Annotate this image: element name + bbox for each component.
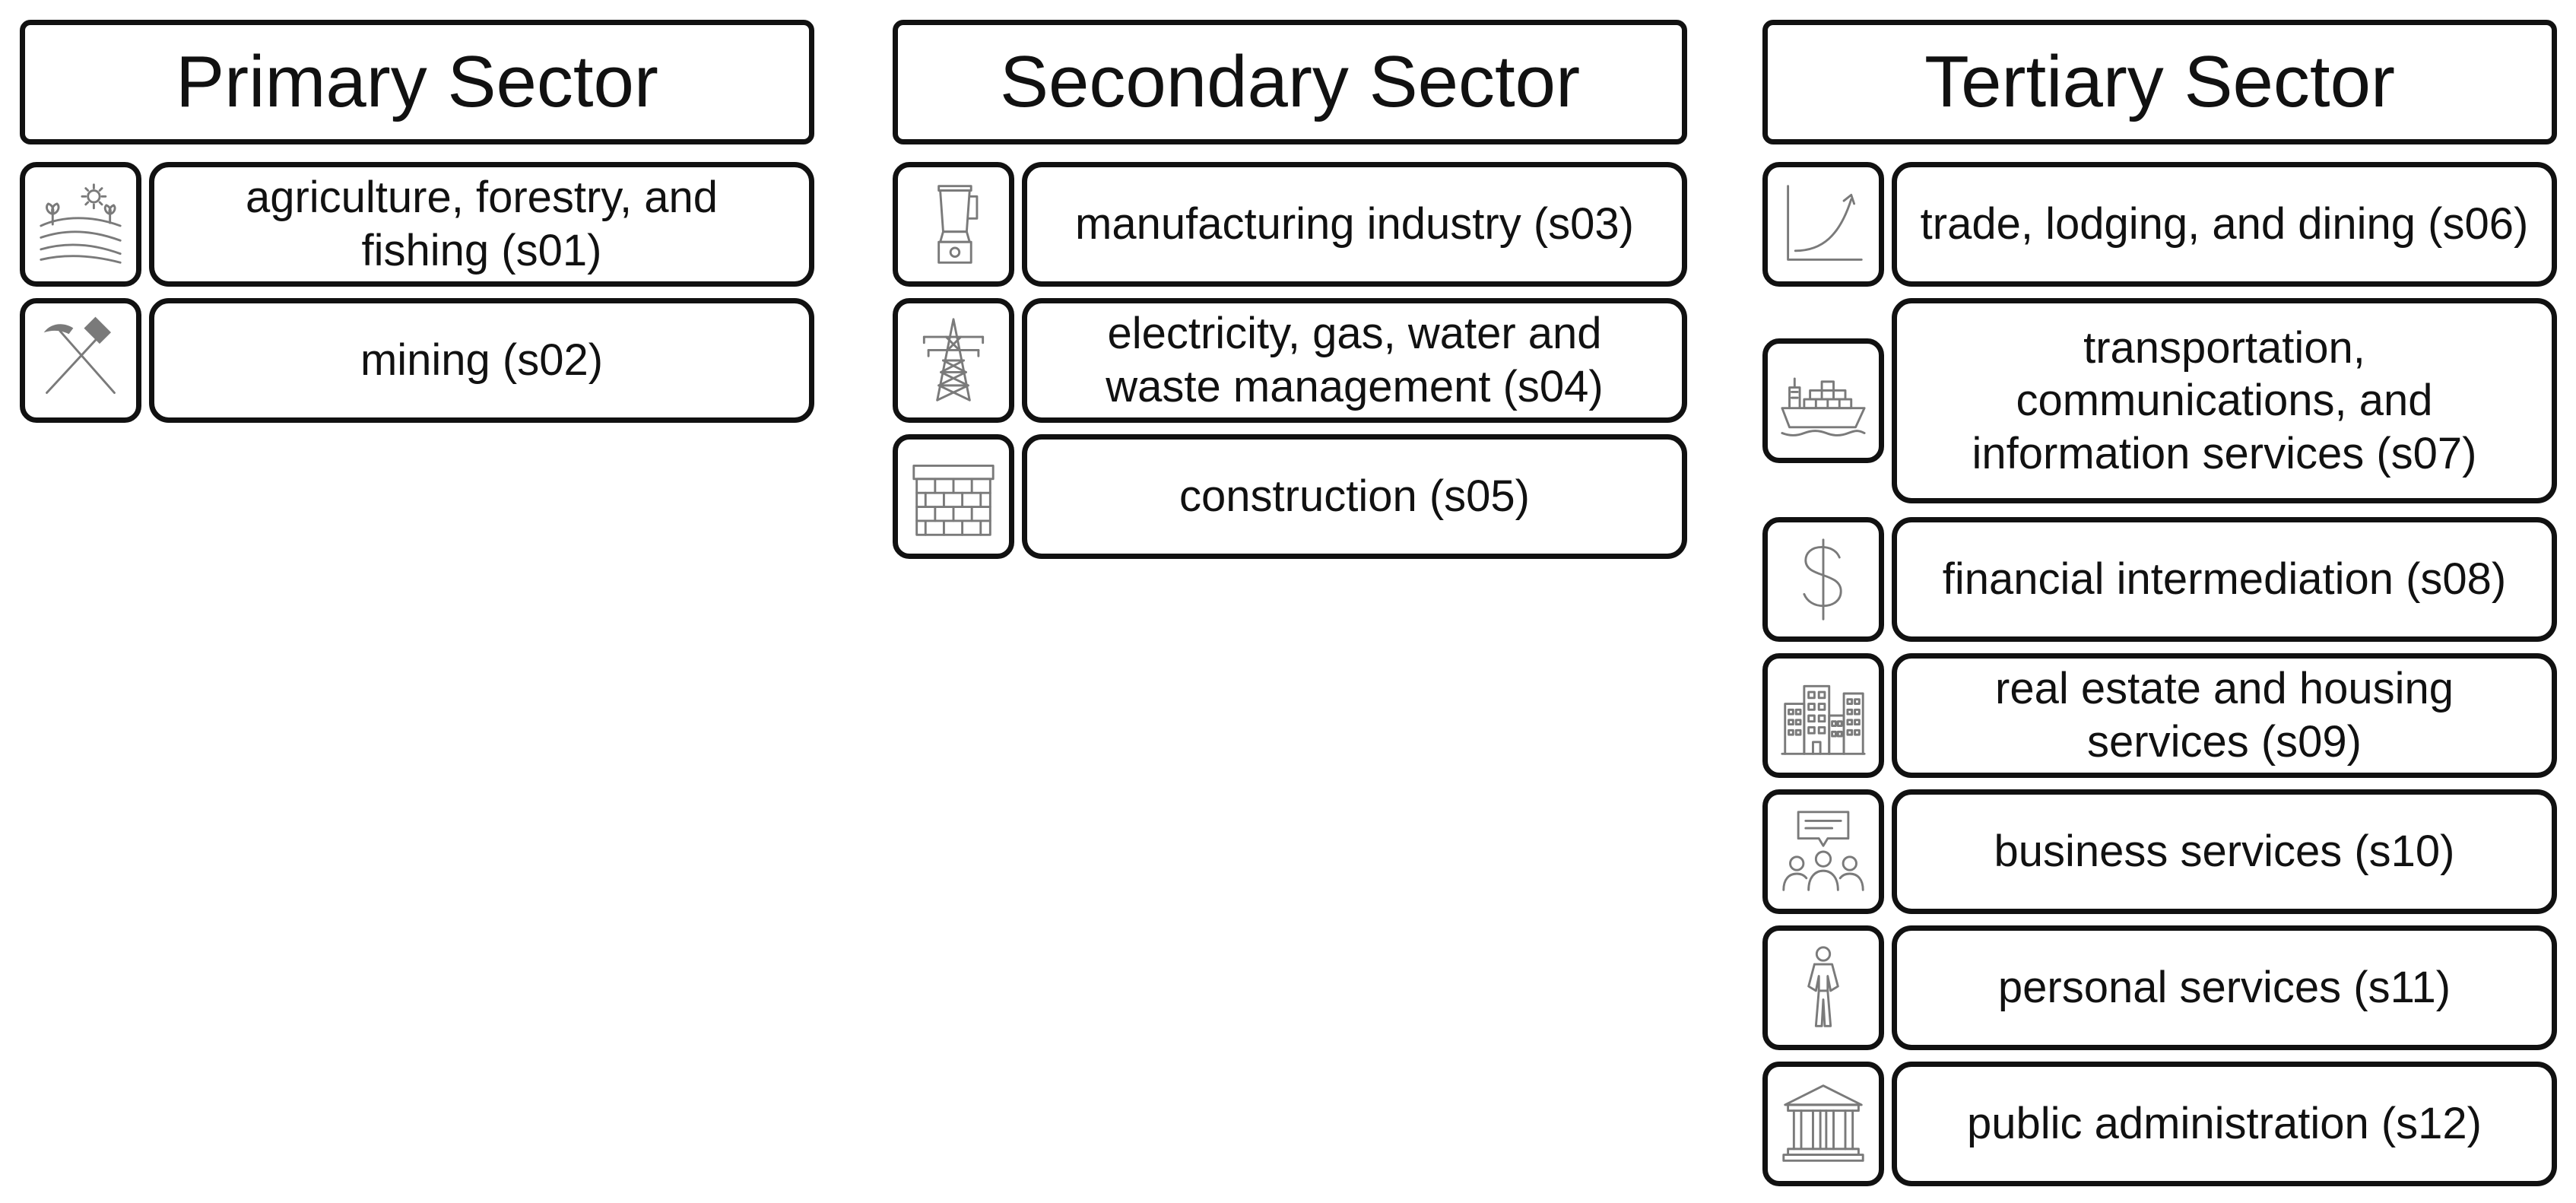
buildings-icon [1762, 653, 1884, 778]
power-pylon-icon [893, 298, 1014, 423]
sector-item-s06: trade, lodging, and dining (s06) [1762, 162, 2557, 287]
sector-item-s11: personal services (s11) [1762, 925, 2557, 1050]
secondary-sector-header: Secondary Sector [893, 20, 1687, 144]
sector-item-label: personal services (s11) [1892, 925, 2557, 1050]
sector-item-s09: real estate and housing services (s09) [1762, 653, 2557, 778]
blender-icon [893, 162, 1014, 287]
tertiary-sector-column: Tertiary Sector trade, lodging, and dini… [1762, 20, 2557, 1198]
sector-item-s03: manufacturing industry (s03) [893, 162, 1687, 287]
sector-item-s01: agriculture, forestry, and fishing (s01) [20, 162, 814, 287]
sector-item-s08: financial intermediation (s08) [1762, 517, 2557, 642]
tertiary-sector-header: Tertiary Sector [1762, 20, 2557, 144]
primary-sector-column: Primary Sector agriculture, forestry, an… [20, 20, 814, 434]
sector-item-label: trade, lodging, and dining (s06) [1892, 162, 2557, 287]
sector-item-s07: transportation, communications, and info… [1762, 298, 2557, 503]
sector-item-label: manufacturing industry (s03) [1022, 162, 1687, 287]
brick-wall-icon [893, 434, 1014, 559]
sector-item-s04: electricity, gas, water and waste manage… [893, 298, 1687, 423]
sector-item-s12: public administration (s12) [1762, 1062, 2557, 1186]
cargo-ship-icon [1762, 338, 1884, 463]
sector-item-s05: construction (s05) [893, 434, 1687, 559]
sector-item-label: mining (s02) [149, 298, 814, 423]
sector-item-label: public administration (s12) [1892, 1062, 2557, 1186]
meeting-icon [1762, 789, 1884, 914]
sector-item-s10: business services (s10) [1762, 789, 2557, 914]
hammer-pickaxe-icon [20, 298, 141, 423]
farm-field-icon [20, 162, 141, 287]
government-building-icon [1762, 1062, 1884, 1186]
sector-item-s02: mining (s02) [20, 298, 814, 423]
sector-item-label: construction (s05) [1022, 434, 1687, 559]
sector-item-label: agriculture, forestry, and fishing (s01) [149, 162, 814, 287]
primary-sector-header: Primary Sector [20, 20, 814, 144]
sector-item-label: real estate and housing services (s09) [1892, 653, 2557, 778]
growth-chart-icon [1762, 162, 1884, 287]
sector-item-label: electricity, gas, water and waste manage… [1022, 298, 1687, 423]
dollar-sign-icon [1762, 517, 1884, 642]
sector-item-label: financial intermediation (s08) [1892, 517, 2557, 642]
secondary-sector-column: Secondary Sector manufacturing industry … [893, 20, 1687, 570]
person-icon [1762, 925, 1884, 1050]
sector-item-label: transportation, communications, and info… [1892, 298, 2557, 503]
sector-item-label: business services (s10) [1892, 789, 2557, 914]
